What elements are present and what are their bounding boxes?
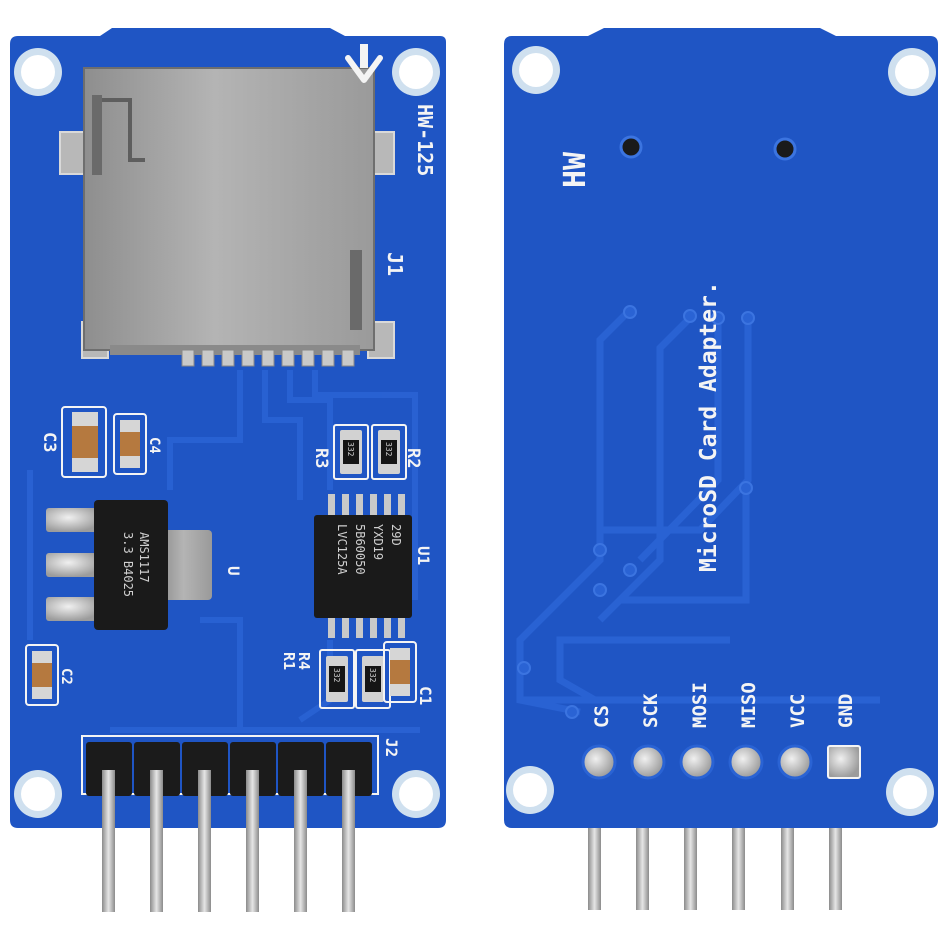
connector-label: J1: [383, 252, 407, 276]
pin-label-vcc: VCC: [787, 694, 809, 728]
c1-label: C1: [416, 686, 435, 705]
board-model-label: HW-125: [413, 104, 437, 176]
r3-label: R3: [311, 448, 331, 468]
pin-label-sck: SCK: [640, 693, 662, 728]
buffer-marking-1: LVC125A: [335, 524, 349, 575]
pin-header-front: [81, 735, 379, 912]
insert-arrow-icon: [345, 44, 383, 83]
r3-marking: 332: [346, 442, 355, 457]
c2-label: C2: [58, 668, 74, 685]
pin-label-gnd: GND: [835, 694, 857, 728]
pin-label-cs: CS: [591, 705, 613, 728]
capacitor-c1: [383, 641, 417, 703]
voltage-regulator: AMS1117 3.3 B4025: [46, 500, 212, 630]
pad-gnd: [827, 745, 861, 779]
r1-label: R1: [280, 652, 298, 670]
socket-contacts: [181, 349, 355, 367]
buffer-marking-3: YXD19: [371, 524, 385, 560]
buffer-ic: LVC125A 5B60050 YXD19 29D: [314, 494, 412, 638]
pin-header-back: [588, 828, 842, 910]
regulator-marking-1: AMS1117: [137, 532, 151, 583]
back-board: HW MicroSD Card Adapter. CS SCK MOSI MIS…: [504, 28, 938, 910]
microsd-socket: [59, 67, 395, 367]
resistor-r3: 332: [333, 424, 369, 480]
brand-label: HW: [558, 151, 593, 188]
board-title: MicroSD Card Adapter.: [696, 281, 722, 572]
front-traces: [27, 370, 420, 733]
pin-label-mosi: MOSI: [689, 682, 711, 728]
regulator-marking-2: 3.3 B4025: [121, 532, 135, 597]
r1-marking: 332: [368, 668, 377, 683]
c4-label: C4: [146, 437, 162, 454]
capacitor-c2: [25, 644, 59, 706]
pin-label-miso: MISO: [738, 682, 760, 728]
r2-label: R2: [403, 448, 423, 468]
buffer-label: U1: [414, 546, 433, 565]
vias: [517, 305, 755, 719]
back-traces: [516, 307, 880, 716]
buffer-marking-4: 29D: [389, 524, 403, 546]
regulator-label: U: [224, 566, 243, 576]
capacitor-c3: [61, 406, 107, 478]
resistor-r1: 332: [355, 649, 391, 709]
front-board: HW-125 J1 C3 C4 AMS1117 3.3 B4025 U: [10, 28, 446, 912]
c3-label: C3: [39, 432, 59, 452]
pin-labels: CS SCK MOSI MISO VCC GND: [591, 682, 857, 728]
solder-pads: [581, 744, 861, 780]
buffer-marking-2: 5B60050: [353, 524, 367, 575]
pad-mosi: [679, 744, 715, 780]
r4-marking: 332: [332, 668, 341, 683]
resistor-r4: 332: [319, 649, 355, 709]
pad-vcc: [777, 744, 813, 780]
r4-label: R4: [295, 652, 313, 670]
capacitor-c4: [113, 413, 147, 475]
pad-cs: [581, 744, 617, 780]
pad-miso: [728, 744, 764, 780]
resistor-r2: 332: [371, 424, 407, 480]
plated-hole: [773, 137, 797, 161]
plated-hole: [619, 135, 643, 159]
r2-marking: 332: [384, 442, 393, 457]
header-label: J2: [382, 738, 401, 757]
pad-sck: [630, 744, 666, 780]
